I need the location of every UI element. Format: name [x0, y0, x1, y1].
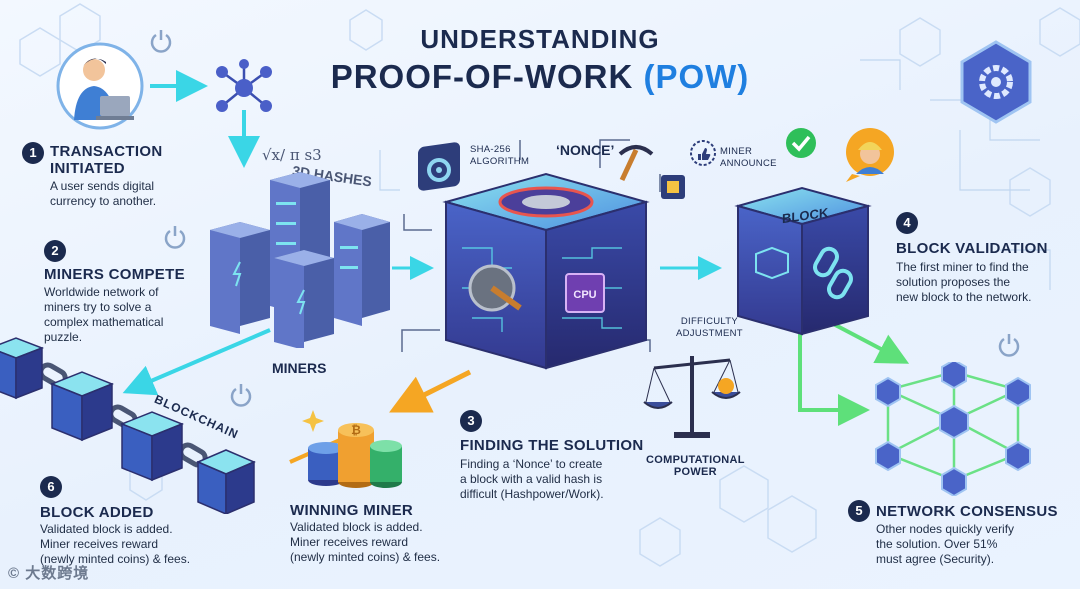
step-5-desc-line3: must agree (Security).	[876, 552, 995, 566]
math-symbols: √x/ π s3	[262, 146, 322, 164]
step-5-title: NETWORK CONSENSUS	[876, 503, 1058, 520]
step-4-title: BLOCK VALIDATION	[896, 240, 1048, 257]
sha-256-line1: SHA-256	[470, 144, 511, 155]
network-node-icon	[216, 59, 272, 112]
power-icon	[230, 384, 252, 407]
difficulty-line1: DIFFICULTY	[680, 316, 739, 327]
coin-stack-icon: ₿	[302, 410, 402, 488]
scale-icon	[643, 356, 741, 438]
user-laptop-icon	[56, 42, 144, 130]
winning-miner-desc-line3: (newly minted coins) & fees.	[290, 550, 441, 564]
step-5-number: 5	[848, 500, 870, 522]
block-cube	[734, 186, 872, 336]
step-4-description: The first miner to find the solution pro…	[896, 260, 1031, 305]
step-4-number: 4	[896, 212, 918, 234]
svg-text:₿: ₿	[351, 423, 361, 437]
step-2-desc-line4: puzzle.	[44, 330, 83, 344]
step-4-desc-line3: new block to the network.	[896, 290, 1032, 304]
pickaxe-icon	[618, 145, 654, 182]
step-3-description: Finding a ‘Nonce’ to create a block with…	[460, 457, 604, 502]
miner-announce-line2: ANNOUNCE	[720, 158, 777, 169]
step-5-desc-line2: the solution. Over 51%	[876, 537, 998, 551]
step-1-title: TRANSACTION INITIATED	[50, 143, 162, 177]
step-1-title-line1: TRANSACTION	[50, 143, 163, 160]
nonce-label: ‘NONCE’	[556, 142, 615, 158]
step-4-desc-line2: solution proposes the	[896, 275, 1011, 289]
step-6-description: Validated block is added. Miner receives…	[40, 522, 190, 567]
computational-power-label: COMPUTATIONAL POWER	[646, 454, 745, 478]
checkmark-icon	[786, 128, 816, 158]
step-2-desc-line1: Worldwide network of	[44, 285, 159, 299]
miner-announce-label: MINER ANNOUNCE	[720, 146, 777, 170]
cpu-label: CPU	[573, 289, 596, 301]
winning-miner-desc-line2: Miner receives reward	[290, 535, 409, 549]
power-icon	[998, 334, 1020, 357]
computational-line2: POWER	[673, 466, 717, 478]
sha-256-line2: ALGORITHM	[470, 156, 530, 167]
server-rack-cluster	[210, 172, 390, 348]
step-5-description: Other nodes quickly verify the solution.…	[876, 522, 1014, 567]
step-2-number: 2	[44, 240, 66, 262]
step-2-description: Worldwide network of miners try to solve…	[44, 285, 163, 345]
step-3-desc-line3: difficult (Hashpower/Work).	[460, 487, 604, 501]
page-title-line2: PROOF-OF-WORK (POW)	[0, 58, 1080, 96]
network-consensus-graph	[875, 362, 1031, 496]
power-icon	[150, 30, 172, 53]
thumbs-up-icon	[690, 140, 716, 166]
server-rack-icon	[274, 250, 334, 348]
miners-label: MINERS	[272, 360, 327, 376]
blockchain-chain	[0, 337, 256, 514]
step-6-number: 6	[40, 476, 62, 498]
hexagon-gear-icon	[960, 40, 1032, 124]
cpu-chip	[565, 273, 605, 313]
title-accent: (POW)	[643, 58, 750, 95]
miner-announce-line1: MINER	[720, 146, 753, 157]
step-4-desc-line1: The first miner to find the	[896, 260, 1029, 274]
chip-icon	[661, 175, 685, 199]
step-2-desc-line2: miners try to solve a	[44, 300, 152, 314]
step-1-number: 1	[22, 142, 44, 164]
difficulty-line2: ADJUSTMENT	[676, 328, 743, 339]
step-6-title: BLOCK ADDED	[40, 504, 154, 521]
step-3-number: 3	[460, 410, 482, 432]
power-icon	[164, 226, 186, 249]
server-rack-icon	[210, 222, 270, 334]
computational-line1: COMPUTATIONAL	[646, 454, 745, 466]
proof-of-work-cube: CPU	[442, 172, 650, 370]
winning-miner-title: WINNING MINER	[290, 502, 414, 519]
step-1-title-line2: INITIATED	[50, 160, 125, 177]
step-1-description: A user sends digital currency to another…	[50, 179, 156, 209]
step-3-title: FINDING THE SOLUTION	[460, 437, 644, 454]
arrow-miners-to-blockchain	[122, 328, 271, 396]
step-1-desc-line2: currency to another.	[50, 194, 157, 208]
step-1-desc-line1: A user sends digital	[50, 179, 155, 193]
page-title-line1: UNDERSTANDING	[420, 24, 660, 54]
link-chain-icon	[813, 246, 853, 300]
winning-miner-desc-line1: Validated block is added.	[290, 520, 423, 534]
winning-miner-description: Validated block is added. Miner receives…	[290, 520, 440, 565]
sha-256-label: SHA-256 ALGORITHM	[470, 144, 529, 168]
difficulty-label: DIFFICULTY ADJUSTMENT	[676, 316, 743, 340]
step-6-desc-line3: (newly minted coins) & fees.	[40, 552, 191, 566]
arrow-cube-to-winner	[389, 369, 472, 413]
worker-avatar-icon	[846, 128, 894, 182]
server-rack-icon	[334, 214, 390, 326]
step-6-desc-line2: Miner receives reward	[40, 537, 159, 551]
gear-icon	[418, 142, 460, 191]
step-3-desc-line1: Finding a ‘Nonce’ to create	[460, 457, 603, 471]
watermark: © 大数跨境	[8, 565, 90, 582]
step-6-desc-line1: Validated block is added.	[40, 522, 173, 536]
step-2-title: MINERS COMPETE	[44, 266, 185, 283]
step-2-desc-line3: complex mathematical	[44, 315, 164, 329]
arrow-block-to-network-lower	[798, 330, 870, 426]
step-5-desc-line1: Other nodes quickly verify	[876, 522, 1015, 536]
title-main: PROOF-OF-WORK	[330, 58, 634, 95]
step-3-desc-line2: a block with a valid hash is	[460, 472, 603, 486]
